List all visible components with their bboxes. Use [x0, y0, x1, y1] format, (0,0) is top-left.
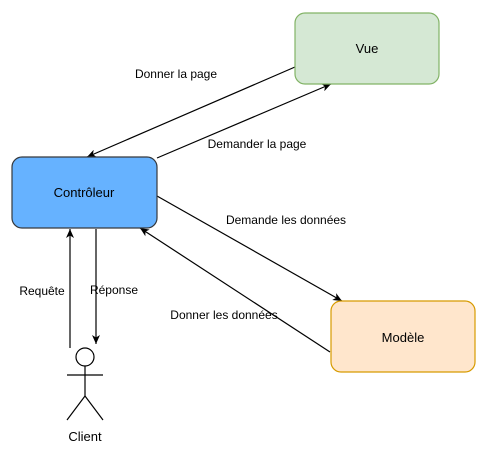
edge-donner-la-page [86, 66, 296, 158]
node-modele-box [330, 300, 476, 373]
client-actor-icon [66, 347, 104, 421]
node-controleur-label: Contrôleur [54, 185, 115, 200]
edge-label-requete: Requête [19, 284, 65, 298]
edge-label-reponse: Réponse [90, 283, 138, 297]
edge-donner-les-donnees [139, 227, 331, 353]
node-controleur-box [11, 156, 158, 229]
node-vue-box [294, 12, 440, 85]
node-vue: Vue [294, 12, 440, 85]
edge-label-demander-la-page: Demander la page [208, 137, 307, 151]
node-controleur: Contrôleur [11, 156, 158, 229]
edge-label-donner-les-donnees: Donner les données [170, 308, 277, 322]
node-vue-label: Vue [356, 41, 379, 56]
edge-label-donner-la-page: Donner la page [135, 67, 217, 81]
client-actor-label: Client [68, 429, 102, 444]
edge-demande-les-donnees [156, 195, 343, 302]
node-modele: Modèle [330, 300, 476, 373]
edge-demander-la-page [156, 83, 332, 159]
edge-label-demande-les-donnees: Demande les données [226, 213, 346, 227]
node-modele-label: Modèle [382, 330, 425, 345]
